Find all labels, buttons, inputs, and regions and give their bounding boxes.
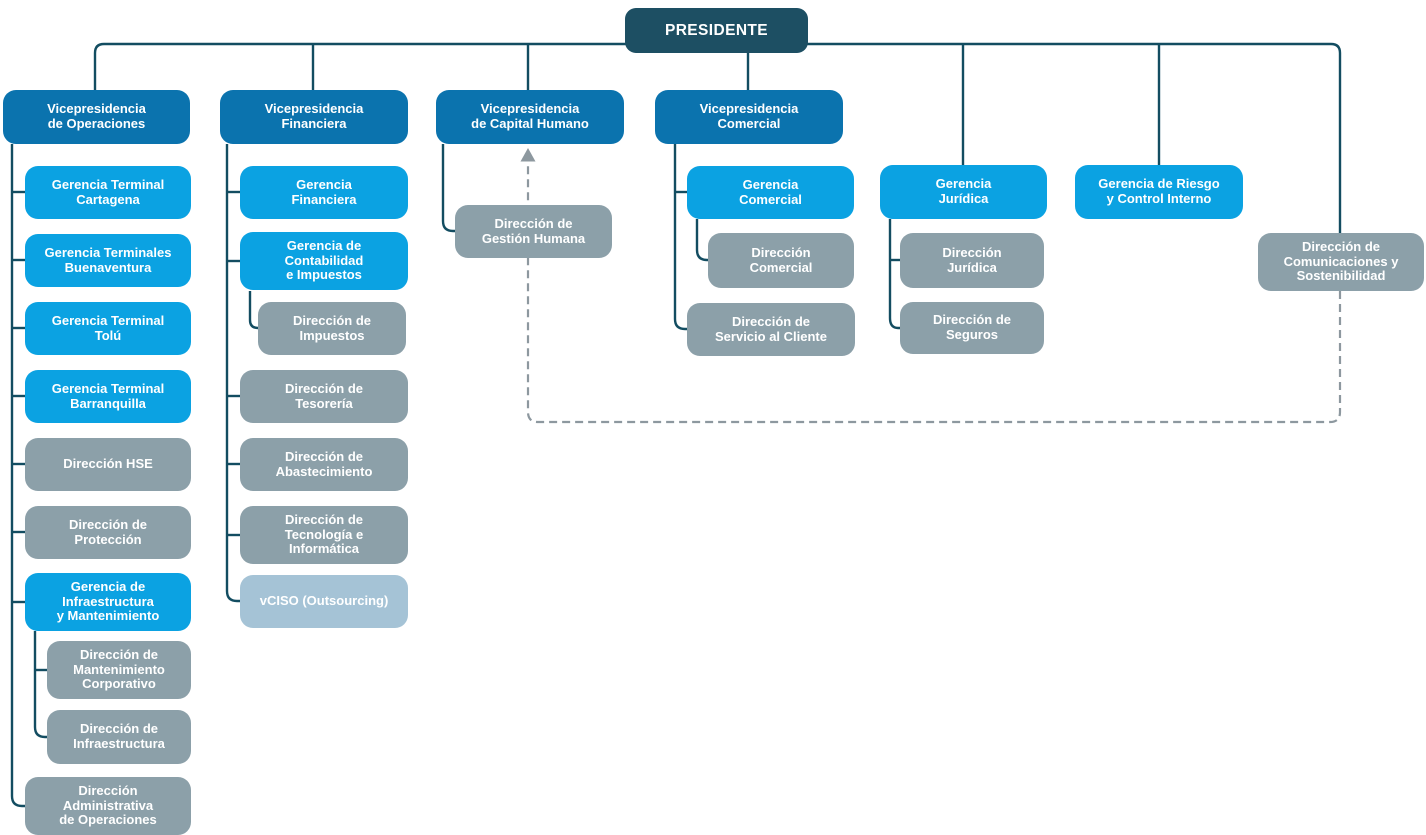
node-direccion-proteccion: Dirección de Protección	[25, 506, 191, 559]
node-direccion-impuestos: Dirección de Impuestos	[258, 302, 406, 355]
node-direccion-comercial: Dirección Comercial	[708, 233, 854, 288]
node-direccion-tecnologia-informatica: Dirección de Tecnología e Informática	[240, 506, 408, 564]
node-direccion-tesoreria: Dirección de Tesorería	[240, 370, 408, 423]
node-gerencia-terminal-barranquilla: Gerencia Terminal Barranquilla	[25, 370, 191, 423]
dashed-reporting-line	[526, 162, 1342, 424]
node-gerencia-contabilidad-impuestos: Gerencia de Contabilidad e Impuestos	[240, 232, 408, 290]
node-direccion-servicio-cliente: Dirección de Servicio al Cliente	[687, 303, 855, 356]
node-direccion-comunicaciones-sostenibilidad: Dirección de Comunicaciones y Sostenibil…	[1258, 233, 1424, 291]
branch-capital-humano	[441, 144, 455, 233]
node-vp-comercial: Vicepresidencia Comercial	[655, 90, 843, 144]
node-gerencia-riesgo-control-interno: Gerencia de Riesgo y Control Interno	[1075, 165, 1243, 219]
branch-contabilidad-sub	[248, 291, 259, 330]
node-gerencia-terminal-tolu: Gerencia Terminal Tolú	[25, 302, 191, 355]
node-vciso-outsourcing: vCISO (Outsourcing)	[240, 575, 408, 628]
branch-financiera	[225, 144, 240, 603]
node-gerencia-juridica: Gerencia Jurídica	[880, 165, 1047, 219]
branch-juridica	[888, 219, 900, 330]
node-presidente: PRESIDENTE	[625, 8, 808, 53]
node-direccion-abastecimiento: Dirección de Abastecimiento	[240, 438, 408, 491]
branch-gerencia-comercial-sub	[695, 219, 708, 262]
node-gerencia-financiera: Gerencia Financiera	[240, 166, 408, 219]
branch-comercial	[673, 144, 687, 331]
node-direccion-administrativa-operaciones: Dirección Administrativa de Operaciones	[25, 777, 191, 835]
node-gerencia-terminal-cartagena: Gerencia Terminal Cartagena	[25, 166, 191, 219]
branch-infraestructura-sub	[33, 631, 47, 739]
node-direccion-hse: Dirección HSE	[25, 438, 191, 491]
node-vp-operaciones: Vicepresidencia de Operaciones	[3, 90, 190, 144]
dashed-arrowhead-up-icon	[520, 148, 536, 162]
node-direccion-juridica: Dirección Jurídica	[900, 233, 1044, 288]
node-gerencia-infraestructura-mantenimiento: Gerencia de Infraestructura y Mantenimie…	[25, 573, 191, 631]
node-vp-financiera: Vicepresidencia Financiera	[220, 90, 408, 144]
node-direccion-mantenimiento-corporativo: Dirección de Mantenimiento Corporativo	[47, 641, 191, 699]
node-vp-capital-humano: Vicepresidencia de Capital Humano	[436, 90, 624, 144]
branch-operaciones	[10, 144, 25, 808]
node-gerencia-comercial: Gerencia Comercial	[687, 166, 854, 219]
node-direccion-seguros: Dirección de Seguros	[900, 302, 1044, 354]
node-direccion-infraestructura: Dirección de Infraestructura	[47, 710, 191, 764]
node-direccion-gestion-humana: Dirección de Gestión Humana	[455, 205, 612, 258]
node-gerencia-terminales-buenaventura: Gerencia Terminales Buenaventura	[25, 234, 191, 287]
